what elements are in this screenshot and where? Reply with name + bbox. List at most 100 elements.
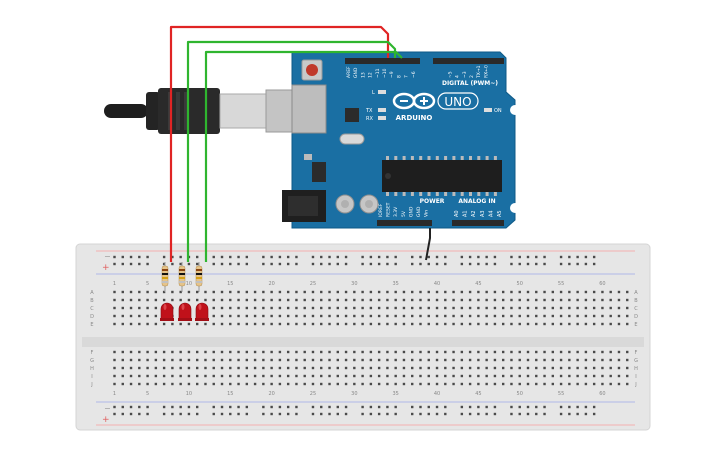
terminal-hole[interactable] (460, 358, 464, 362)
rail-hole[interactable] (369, 262, 373, 266)
terminal-hole[interactable] (121, 350, 124, 354)
terminal-hole[interactable] (576, 382, 579, 386)
terminal-hole[interactable] (229, 298, 232, 302)
terminal-hole[interactable] (386, 314, 389, 318)
terminal-hole[interactable] (171, 298, 174, 302)
terminal-hole[interactable] (344, 358, 348, 362)
terminal-hole[interactable] (501, 298, 505, 302)
terminal-hole[interactable] (568, 358, 571, 362)
terminal-hole[interactable] (452, 322, 455, 326)
rail-hole[interactable] (262, 255, 265, 259)
terminal-hole[interactable] (526, 358, 530, 362)
terminal-hole[interactable] (121, 314, 124, 318)
rail-hole[interactable] (286, 405, 290, 409)
rail-hole[interactable] (394, 412, 397, 416)
terminal-hole[interactable] (121, 298, 124, 302)
terminal-hole[interactable] (262, 350, 265, 354)
terminal-hole[interactable] (419, 350, 422, 354)
rail-hole[interactable] (485, 405, 488, 409)
terminal-hole[interactable] (237, 374, 240, 378)
terminal-hole[interactable] (435, 382, 439, 386)
rail-hole[interactable] (543, 255, 546, 259)
terminal-hole[interactable] (138, 290, 141, 294)
terminal-hole[interactable] (411, 298, 414, 302)
terminal-hole[interactable] (435, 298, 439, 302)
terminal-hole[interactable] (204, 382, 207, 386)
rail-hole[interactable] (295, 262, 298, 266)
rail-hole[interactable] (460, 255, 464, 259)
terminal-hole[interactable] (617, 366, 621, 370)
rail-hole[interactable] (386, 255, 389, 259)
terminal-hole[interactable] (129, 374, 133, 378)
rail-hole[interactable] (584, 262, 588, 266)
terminal-hole[interactable] (592, 366, 596, 370)
terminal-hole[interactable] (286, 290, 290, 294)
terminal-hole[interactable] (336, 374, 339, 378)
wires[interactable] (169, 25, 431, 262)
terminal-hole[interactable] (179, 298, 182, 302)
rail-hole[interactable] (559, 255, 563, 259)
rail-hole[interactable] (344, 412, 348, 416)
terminal-hole[interactable] (526, 382, 530, 386)
terminal-hole[interactable] (245, 374, 249, 378)
terminal-hole[interactable] (411, 322, 414, 326)
terminal-hole[interactable] (253, 366, 257, 370)
terminal-hole[interactable] (452, 350, 455, 354)
terminal-hole[interactable] (609, 350, 612, 354)
rail-hole[interactable] (468, 412, 472, 416)
rail-hole[interactable] (278, 412, 282, 416)
terminal-hole[interactable] (361, 314, 364, 318)
terminal-hole[interactable] (328, 358, 331, 362)
rail-hole[interactable] (493, 262, 497, 266)
rail-hole[interactable] (121, 255, 124, 259)
rail-hole[interactable] (196, 412, 199, 416)
terminal-hole[interactable] (617, 358, 621, 362)
terminal-hole[interactable] (220, 366, 224, 370)
terminal-hole[interactable] (444, 314, 447, 318)
terminal-hole[interactable] (353, 374, 356, 378)
terminal-hole[interactable] (196, 366, 199, 370)
terminal-hole[interactable] (303, 366, 306, 370)
terminal-hole[interactable] (262, 298, 265, 302)
terminal-hole[interactable] (179, 350, 182, 354)
terminal-hole[interactable] (535, 358, 538, 362)
rail-hole[interactable] (196, 255, 199, 259)
terminal-hole[interactable] (468, 306, 472, 310)
terminal-hole[interactable] (286, 374, 290, 378)
terminal-hole[interactable] (477, 366, 480, 370)
terminal-hole[interactable] (295, 306, 298, 310)
reset-button[interactable] (306, 64, 318, 76)
terminal-hole[interactable] (584, 382, 588, 386)
rail-hole[interactable] (196, 262, 199, 266)
terminal-hole[interactable] (617, 382, 621, 386)
terminal-hole[interactable] (320, 382, 323, 386)
terminal-hole[interactable] (369, 298, 373, 302)
terminal-hole[interactable] (626, 298, 629, 302)
terminal-hole[interactable] (460, 374, 464, 378)
terminal-hole[interactable] (129, 306, 133, 310)
terminal-hole[interactable] (237, 290, 240, 294)
terminal-hole[interactable] (510, 298, 513, 302)
terminal-hole[interactable] (535, 322, 538, 326)
terminal-hole[interactable] (187, 374, 191, 378)
terminal-hole[interactable] (559, 358, 563, 362)
terminal-hole[interactable] (468, 382, 472, 386)
terminal-hole[interactable] (592, 382, 596, 386)
terminal-hole[interactable] (229, 358, 232, 362)
terminal-hole[interactable] (295, 298, 298, 302)
rail-hole[interactable] (336, 412, 339, 416)
terminal-hole[interactable] (543, 366, 546, 370)
terminal-hole[interactable] (138, 322, 141, 326)
rail-hole[interactable] (229, 412, 232, 416)
terminal-hole[interactable] (468, 298, 472, 302)
terminal-hole[interactable] (592, 306, 596, 310)
terminal-hole[interactable] (171, 358, 174, 362)
terminal-hole[interactable] (411, 358, 414, 362)
terminal-hole[interactable] (336, 314, 339, 318)
terminal-hole[interactable] (361, 290, 364, 294)
terminal-hole[interactable] (121, 374, 124, 378)
terminal-hole[interactable] (121, 358, 124, 362)
rail-hole[interactable] (592, 405, 596, 409)
terminal-hole[interactable] (270, 374, 273, 378)
terminal-hole[interactable] (146, 358, 149, 362)
